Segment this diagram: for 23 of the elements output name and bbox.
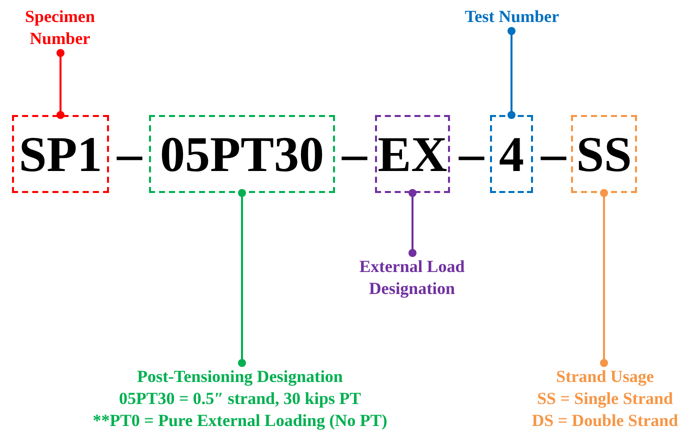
callout-heading: Strand Usage bbox=[555, 366, 655, 388]
callout-note: 05PT30 = 0.5″ strand, 30 kips PT bbox=[118, 388, 362, 410]
separator-dash: – bbox=[541, 128, 566, 178]
leader-line bbox=[56, 49, 64, 119]
callout-label: Specimen Number bbox=[10, 6, 110, 50]
code-segment: EX bbox=[375, 115, 450, 193]
leader-line bbox=[600, 189, 608, 367]
callout-note: DS = Double Strand bbox=[530, 410, 680, 432]
callout-note: **PT0 = Pure External Loading (No PT) bbox=[92, 410, 388, 432]
separator-dash: – bbox=[117, 128, 142, 178]
code-segment: SS bbox=[571, 115, 637, 193]
leader-line bbox=[508, 27, 516, 119]
separator-dash: – bbox=[342, 128, 367, 178]
code-segment: 4 bbox=[490, 115, 533, 193]
leader-line bbox=[238, 189, 246, 367]
callout-label: External Load Designation bbox=[357, 256, 467, 300]
leader-line bbox=[408, 189, 416, 257]
separator-dash: – bbox=[459, 128, 484, 178]
code-segment: 05PT30 bbox=[149, 115, 335, 193]
callout-heading: Post-Tensioning Designation bbox=[136, 366, 344, 388]
callout-label: Test Number bbox=[462, 6, 562, 28]
callout-note: SS = Single Strand bbox=[536, 388, 674, 410]
code-segment: SP1 bbox=[12, 115, 109, 193]
